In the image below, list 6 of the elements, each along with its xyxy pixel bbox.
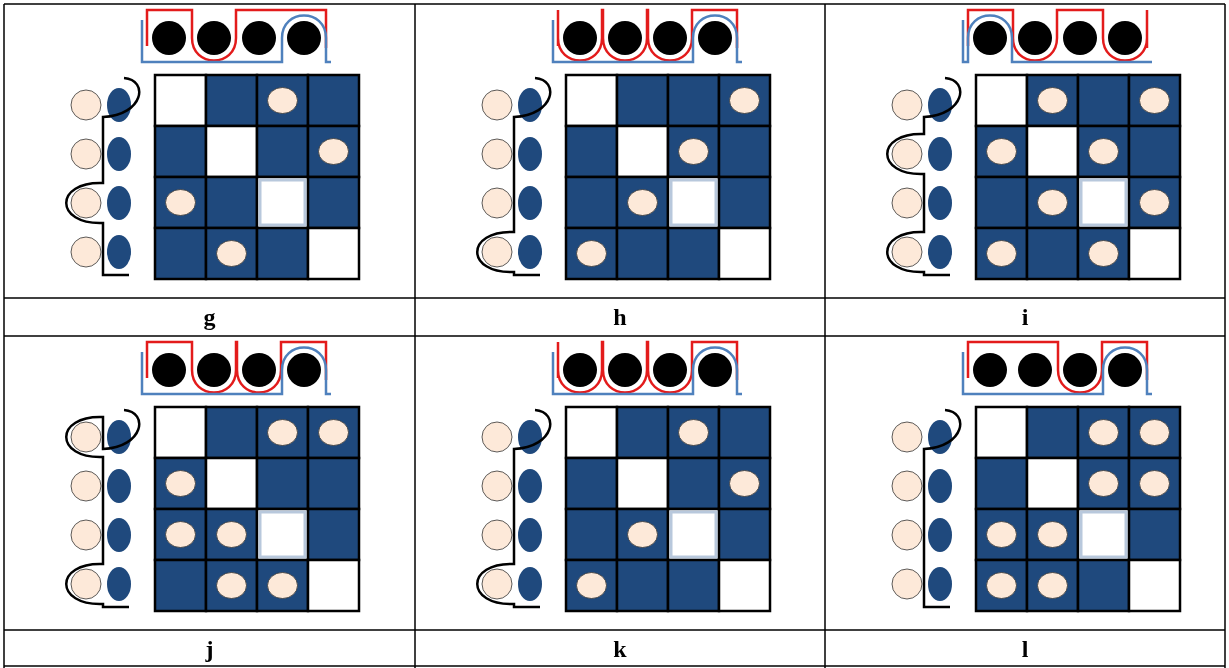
panel-label: i	[1020, 305, 1030, 329]
panel-label: k	[612, 637, 628, 661]
panel-label: j	[204, 637, 215, 661]
panel-label: h	[612, 305, 628, 329]
panel-label: l	[1020, 637, 1030, 661]
panel-label: g	[202, 305, 217, 329]
